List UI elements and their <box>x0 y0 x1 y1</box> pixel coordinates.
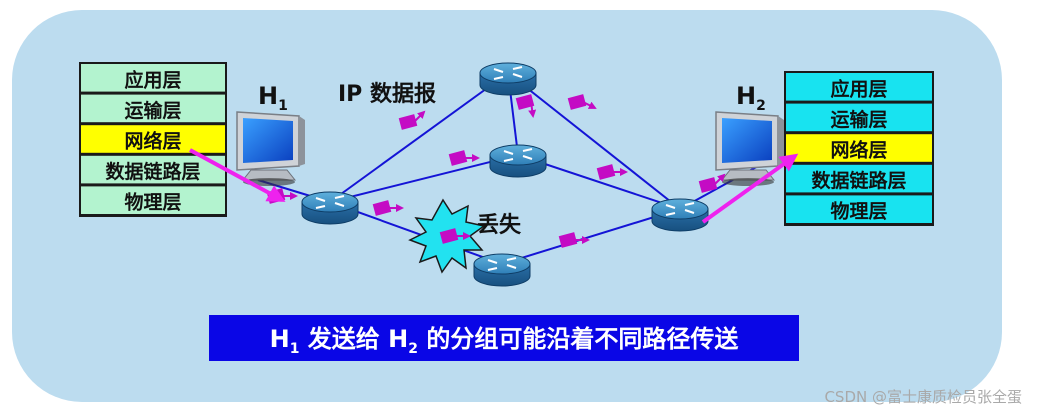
left-stack-layer-label: 物理层 <box>124 191 181 214</box>
packet-icon <box>698 173 726 193</box>
right-stack-layer-label: 数据链路层 <box>811 169 906 192</box>
computer-icon <box>715 111 784 186</box>
left-stack-layer-label: 网络层 <box>124 130 181 153</box>
router-icon <box>479 62 537 96</box>
left-stack-layer: 应用层 <box>81 64 225 92</box>
ip-datagram-label: IP 数据报 <box>338 81 436 107</box>
router-icon <box>651 198 709 232</box>
path-arrow-h1-to-r1 <box>189 148 286 202</box>
background-panel <box>12 10 1002 402</box>
caption-banner: H1 发送给 H2 的分组可能沿着不同路径传送 <box>209 315 799 361</box>
right-stack-layer-label: 物理层 <box>830 200 887 223</box>
packet-icon <box>439 228 471 244</box>
link-rbot-rright <box>501 208 681 265</box>
packet-icon <box>558 232 590 248</box>
right-stack-layer-label: 网络层 <box>830 139 887 162</box>
packet-icon <box>448 150 480 166</box>
watermark: CSDN @富士康质检员张全蛋 <box>824 388 1022 406</box>
left-stack-layer-label: 数据链路层 <box>105 160 200 183</box>
packet-icon <box>596 164 628 180</box>
right-stack-layer: 数据链路层 <box>786 164 932 193</box>
right-stack-layer: 运输层 <box>786 103 932 132</box>
lost-label: 丢失 <box>477 213 522 238</box>
packet-icon <box>372 200 404 216</box>
right-stack-layer-label: 应用层 <box>830 77 887 100</box>
link-r1-rtop <box>329 72 509 203</box>
link-r1-rmid <box>329 154 519 203</box>
left-stack-layer-label: 运输层 <box>124 99 181 122</box>
packet-icon <box>567 94 597 110</box>
left-stack-layer: 数据链路层 <box>81 155 225 184</box>
right-stack-layer-label: 运输层 <box>830 108 887 131</box>
path-arrow-r2-to-h2 <box>701 153 799 224</box>
right-stack-layer: 网络层 <box>786 134 932 162</box>
left-stack-layer: 网络层 <box>81 125 225 153</box>
caption-text: H1 发送给 H2 的分组可能沿着不同路径传送 <box>270 325 740 357</box>
router-icon <box>301 191 359 225</box>
left-stack-layer: 运输层 <box>81 94 225 123</box>
link-r1-rbot <box>329 201 503 265</box>
router-icon <box>473 253 531 287</box>
computer-icon <box>236 111 305 186</box>
left-stack-layer: 物理层 <box>81 186 225 214</box>
right-stack-layer: 物理层 <box>786 195 932 223</box>
router-icon <box>489 144 547 178</box>
left-stack-layer-label: 应用层 <box>124 68 181 91</box>
packet-icon <box>398 110 426 130</box>
h2-label: H2 <box>736 82 766 114</box>
path-arrows <box>189 148 799 224</box>
packet-icon <box>515 94 537 118</box>
right-stack-layer: 应用层 <box>786 73 932 101</box>
link-rtop-rright <box>507 72 681 210</box>
h1-label: H1 <box>258 82 288 114</box>
